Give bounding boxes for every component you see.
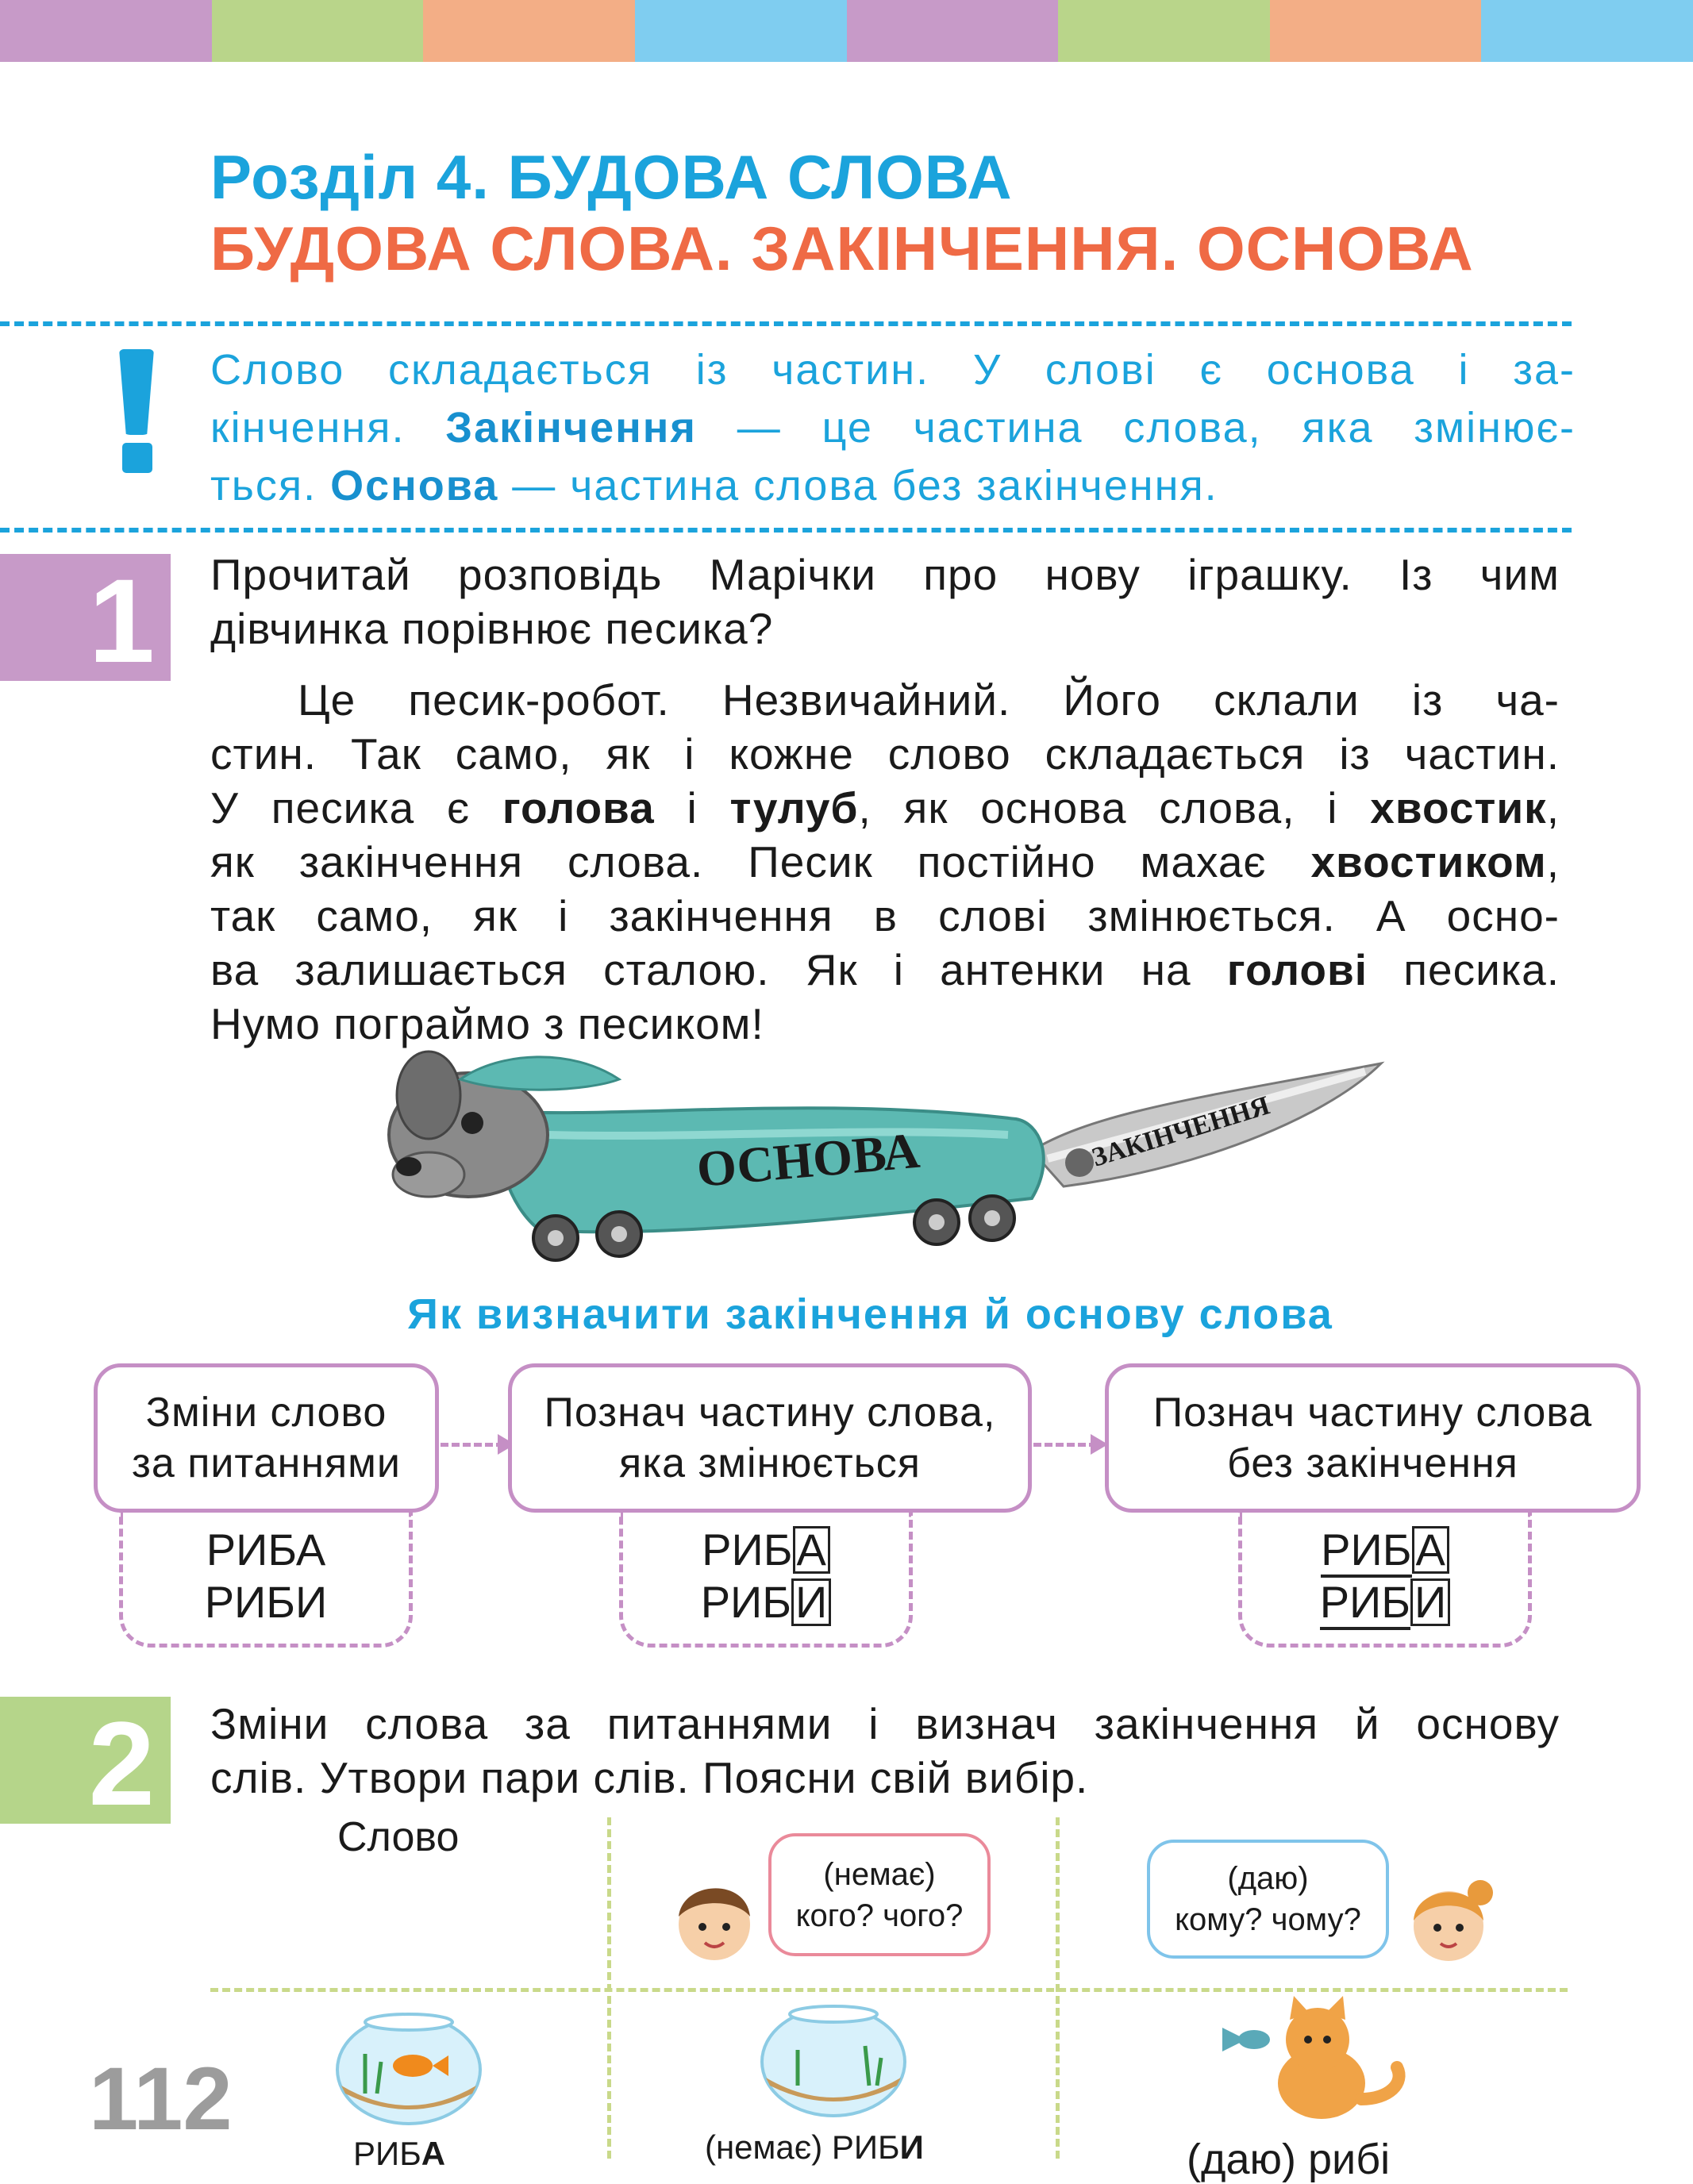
rule-line: ться. Основа — частина слова без закінче…: [210, 462, 1218, 509]
word-form: (даю) рибі: [1187, 2136, 1391, 2183]
bubble-text: кому? чому?: [1175, 1902, 1361, 1937]
table-divider: [210, 1988, 1568, 1992]
step-text: Познач частину слова,: [544, 1390, 996, 1436]
story-line: так само, як і закінчення в слові змінює…: [210, 891, 1560, 940]
stripe-segment: [1269, 0, 1482, 62]
bubble-text: (даю): [1227, 1861, 1309, 1896]
arrow-right-icon: [1033, 1434, 1108, 1455]
step-text: за питаннями: [132, 1440, 401, 1486]
example-word: РИБИ: [623, 1576, 909, 1628]
step-text: яка змінюється: [619, 1440, 921, 1486]
ending-box: А: [792, 1526, 830, 1574]
topic-title: БУДОВА СЛОВА. ЗАКІНЧЕННЯ. ОСНОВА: [210, 213, 1474, 283]
arrow-right-icon: [441, 1434, 515, 1455]
stripe-segment: [1058, 0, 1270, 62]
story-text: Це песик-робот. Незвичайний. Його склали…: [210, 673, 1560, 1051]
exclamation-icon: [110, 349, 165, 476]
stripe-segment: [1481, 0, 1693, 62]
example-box: РИБА РИБИ: [119, 1513, 413, 1648]
word-form: (немає) РИБИ: [705, 2128, 924, 2166]
rule-text: Слово складається із частин. У слові є о…: [210, 341, 1576, 515]
bubble-text: (немає): [823, 1856, 936, 1892]
rule-line: кінчення. Закінчення — це частина слова,…: [210, 404, 1576, 452]
term-stem: Основа: [330, 462, 499, 509]
step-box: Познач частину слова без закінчення: [1105, 1363, 1641, 1513]
ending-box: А: [1411, 1526, 1449, 1574]
story-line: стин. Так само, як і кожне слово складає…: [210, 729, 1560, 779]
story-line: Нумо пограймо з песиком!: [210, 999, 764, 1048]
example-box: РИБА РИБИ: [619, 1513, 913, 1648]
story-line: ва залишається сталою. Як і антенки на г…: [210, 945, 1560, 994]
example-word: РИБИ: [204, 1577, 328, 1627]
fish-bowl-icon: [336, 2013, 482, 2125]
stripe-segment: [0, 0, 212, 62]
step-text: Познач частину слова: [1152, 1390, 1593, 1436]
ending-box: И: [791, 1578, 832, 1626]
stem-underline: РИБ: [1319, 1577, 1411, 1630]
boy-icon: [679, 1888, 750, 1960]
task1-instruction: Прочитай розповідь Марічки про нову ігра…: [210, 548, 1560, 656]
section-title: Розділ 4. БУДОВА СЛОВА: [210, 142, 1013, 212]
stripe-segment: [211, 0, 424, 62]
word-form: РИБА: [353, 2135, 446, 2172]
task2-instruction: Зміни слова за питаннями і визнач закінч…: [210, 1697, 1560, 1805]
example-word: РИБА: [1242, 1524, 1528, 1578]
rule-bottom-divider: [0, 528, 1572, 533]
step-box: Познач частину слова, яка змінюється: [508, 1363, 1032, 1513]
girl-icon: [1414, 1880, 1493, 1961]
instruction-line: слів. Утвори пари слів. Поясни свій вибі…: [210, 1753, 1089, 1802]
stripe-segment: [846, 0, 1059, 62]
story-line: У песика є голова і тулуб, як основа сло…: [210, 783, 1560, 832]
ending-box: И: [1410, 1578, 1451, 1626]
task-number-badge: 2: [0, 1697, 171, 1827]
column-header-word: Слово: [337, 1814, 460, 1860]
step-box: Зміни слово за питаннями: [94, 1363, 439, 1513]
bubble-text: кого? чого?: [795, 1898, 964, 1933]
rule-top-divider: [0, 321, 1572, 326]
task-number-badge: 1: [0, 554, 171, 684]
example-word: РИБИ: [1242, 1576, 1528, 1630]
page-number: 112: [89, 2049, 233, 2148]
instruction-line: Зміни слова за питаннями і визнач закінч…: [210, 1699, 1560, 1748]
rule-line: Слово складається із частин. У слові є о…: [210, 346, 1576, 394]
empty-bowl-icon: [760, 2005, 906, 2117]
howto-title: Як визначити закінчення й основу слова: [407, 1290, 1333, 1338]
example-box: РИБА РИБИ: [1238, 1513, 1532, 1648]
speech-bubble: (даю) кому? чому?: [1147, 1840, 1389, 1959]
robot-dog-illustration: ОСНОВА ЗАКІНЧЕННЯ: [387, 1050, 1385, 1262]
stem-underline: РИБ: [1321, 1525, 1412, 1578]
example-word: РИБА: [206, 1525, 326, 1575]
example-word: РИБА: [623, 1524, 909, 1576]
stripe-segment: [634, 0, 847, 62]
instruction-line: Прочитай розповідь Марічки про нову ігра…: [210, 550, 1560, 599]
top-color-stripe: [0, 0, 1693, 62]
step-text: Зміни слово: [145, 1390, 387, 1436]
story-line: як закінчення слова. Песик постійно маха…: [210, 837, 1560, 886]
story-line: Це песик-робот. Незвичайний. Його склали…: [298, 675, 1560, 725]
instruction-line: дівчинка порівнює песика?: [210, 604, 774, 653]
speech-bubble: (немає) кого? чого?: [768, 1833, 991, 1956]
stripe-segment: [423, 0, 635, 62]
step-text: без закінчення: [1227, 1440, 1518, 1486]
term-ending: Закінчення: [445, 404, 697, 452]
cat-with-fish-icon: [1222, 1996, 1406, 2119]
